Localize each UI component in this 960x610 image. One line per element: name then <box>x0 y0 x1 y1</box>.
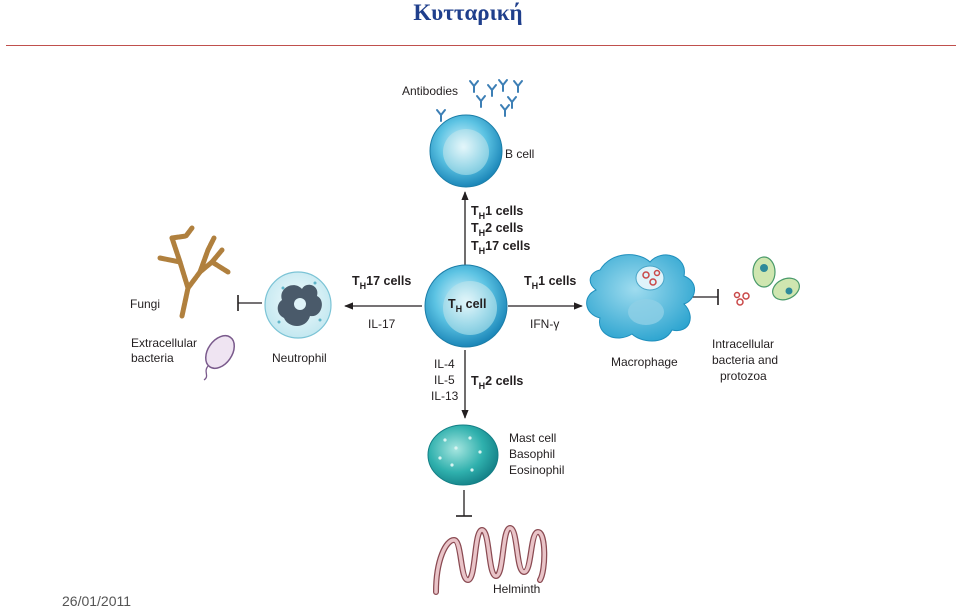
right-cytokine: IFN-γ <box>530 317 559 331</box>
intracellular-pathogen-icon <box>733 256 800 306</box>
extracellular-label-line2: bacteria <box>131 351 174 365</box>
neutrophil-label: Neutrophil <box>272 351 327 365</box>
down-cytokine-il4: IL-4 <box>434 357 455 371</box>
antibody-icon <box>436 79 523 122</box>
extracellular-bacterium-icon <box>203 334 236 381</box>
granulocyte-label-eosinophil: Eosinophil <box>509 463 564 477</box>
left-cytokine: IL-17 <box>368 317 396 331</box>
up-label-th1: TH1 cells <box>471 204 523 221</box>
down-cytokine-il13: IL-13 <box>431 389 459 403</box>
th-cell-label: TH cell <box>448 297 486 314</box>
helminth-label: Helminth <box>493 582 540 596</box>
macrophage-label: Macrophage <box>611 355 678 369</box>
th-cell <box>424 264 508 348</box>
intracellular-label-line1: Intracellular <box>712 337 774 351</box>
intracellular-label-line2: bacteria and <box>712 353 778 367</box>
slide-date: 26/01/2011 <box>62 593 132 609</box>
granulocyte-label-mast: Mast cell <box>509 431 556 445</box>
title-divider <box>6 45 956 46</box>
b-cell <box>429 114 503 188</box>
granulocyte-cell <box>427 424 499 486</box>
inhibit-macrophage-intracellular <box>692 289 719 305</box>
up-label-th17: TH17 cells <box>471 239 530 256</box>
up-label-th2: TH2 cells <box>471 221 523 238</box>
slide-title: Κυτταρική <box>413 0 523 25</box>
granulocyte-label-basophil: Basophil <box>509 447 555 461</box>
left-label-th17: TH17 cells <box>352 274 411 291</box>
helminth-icon <box>433 524 548 595</box>
b-cell-label: B cell <box>505 147 534 161</box>
neutrophil-cell <box>264 271 332 339</box>
down-cytokine-il5: IL-5 <box>434 373 455 387</box>
right-label-th1: TH1 cells <box>524 274 576 291</box>
inhibit-neutrophil-fungi <box>237 295 262 311</box>
down-label-th2: TH2 cells <box>471 374 523 391</box>
fungi-label: Fungi <box>130 297 160 311</box>
extracellular-label-line1: Extracellular <box>131 336 197 350</box>
antibodies-label: Antibodies <box>402 84 458 98</box>
inhibit-granulocyte-helminth <box>456 490 472 517</box>
intracellular-label-line3: protozoa <box>720 369 767 383</box>
fungi-icon <box>157 225 231 319</box>
macrophage-cell <box>586 254 695 342</box>
